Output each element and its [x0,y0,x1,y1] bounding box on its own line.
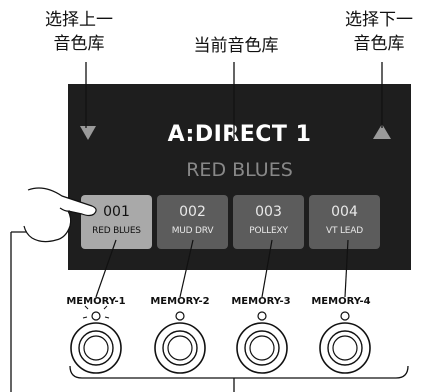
callout-current-bank: 当前音色库 [193,36,279,56]
callout-select-previous-bank: 选择上一 音色库 [38,8,120,56]
patch-slot-3[interactable]: 003 POLLEXY [233,195,304,249]
display-screen: A:DIRECT 1 RED BLUES 001 RED BLUES 002 M… [68,84,411,270]
bank-name: A:DIRECT 1 [167,122,312,147]
memory-2-led-icon [175,311,185,321]
callout-prev-line2: 音色库 [53,34,105,54]
bottom-bracket [69,365,409,379]
memory-1-led-icon [82,305,110,321]
slot-name: VT LEAD [326,226,363,236]
slot-number: 001 [103,204,130,220]
slot-link-2 [179,239,194,298]
slot-name: POLLEXY [249,226,288,236]
memory-4-footswitch-icon[interactable] [319,322,371,374]
memory-2-footswitch-icon[interactable] [154,322,206,374]
callout-next-line2: 音色库 [353,34,405,54]
pointing-hand-icon [23,187,97,243]
callout-next-line1: 选择下一 [345,10,413,30]
slot-number: 004 [331,204,358,220]
patch-slot-1[interactable]: 001 RED BLUES [81,195,152,249]
next-bank-arrow-icon[interactable] [373,124,391,139]
memory-2-label: MEMORY-2 [150,296,210,307]
memory-4-led-icon [340,311,350,321]
memory-1-label: MEMORY-1 [66,296,126,307]
callout-prev-line1: 选择上一 [45,10,113,30]
slot-link-1 [95,239,117,298]
patch-slot-4[interactable]: 004 VT LEAD [309,195,380,249]
previous-bank-arrow-icon[interactable] [80,126,96,140]
callout-select-next-bank: 选择下一 音色库 [338,8,420,56]
memory-3-label: MEMORY-3 [231,296,291,307]
patch-name: RED BLUES [186,159,293,181]
memory-4-label: MEMORY-4 [311,296,371,307]
slot-name: RED BLUES [92,226,141,236]
slot-name: MUD DRV [171,226,214,236]
memory-3-footswitch-icon[interactable] [236,322,288,374]
slot-number: 002 [179,204,206,220]
memory-1-footswitch-icon[interactable] [70,322,122,374]
slot-link-4 [344,239,349,298]
memory-3-led-icon [257,311,267,321]
slot-link-3 [261,239,273,298]
slot-number: 003 [255,204,282,220]
